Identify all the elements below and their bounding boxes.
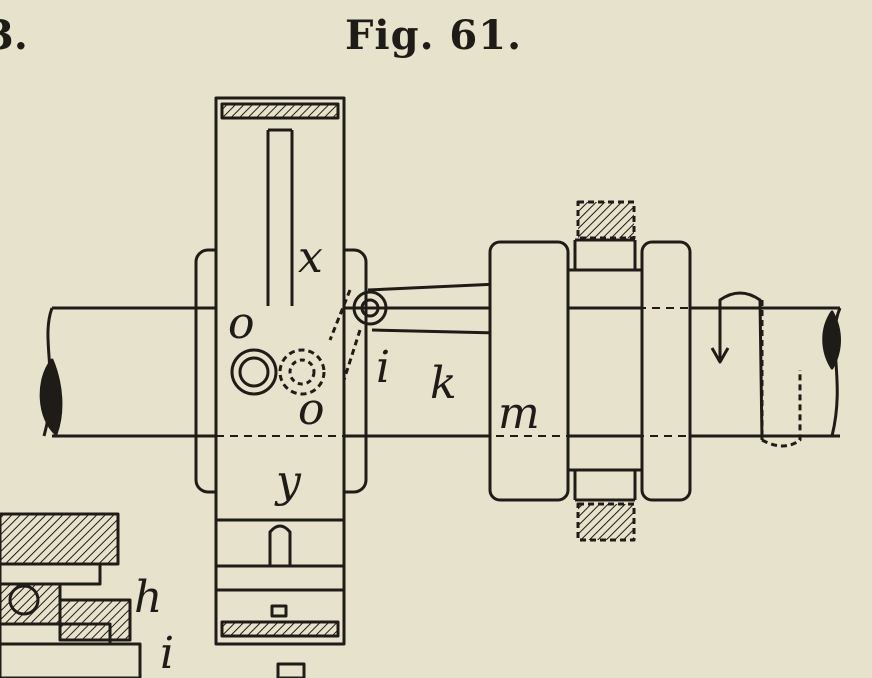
label-m: m [498, 388, 540, 439]
right-flange [640, 240, 692, 502]
label-i: i [376, 342, 390, 393]
label-o-top: o [228, 298, 255, 349]
wheel-body [214, 96, 346, 646]
label-o-bottom: o [298, 384, 325, 435]
label-h: h [134, 572, 162, 623]
label-i-lower: i [160, 628, 174, 678]
rotation-arrow [710, 291, 802, 448]
lever-pivot [352, 290, 388, 326]
collar [566, 268, 644, 472]
wheel-rim-top [220, 102, 340, 120]
pin-hole-right [278, 348, 326, 396]
shaft-left-break [39, 358, 63, 436]
gear-bottom-dashed [576, 502, 636, 542]
previous-figure-number-fragment: 3. [0, 12, 28, 59]
label-k: k [430, 358, 457, 409]
label-y: y [274, 456, 302, 507]
sleeve-m [488, 240, 570, 502]
figure-title: Fig. 61. [345, 12, 523, 59]
partial-assembly-lower-left [0, 512, 142, 678]
gear-top-dashed [576, 200, 636, 240]
shaft-right-break [822, 310, 841, 370]
label-x: x [298, 232, 323, 283]
wheel-rim-bottom [220, 620, 340, 638]
pin-hole-left [230, 348, 278, 396]
